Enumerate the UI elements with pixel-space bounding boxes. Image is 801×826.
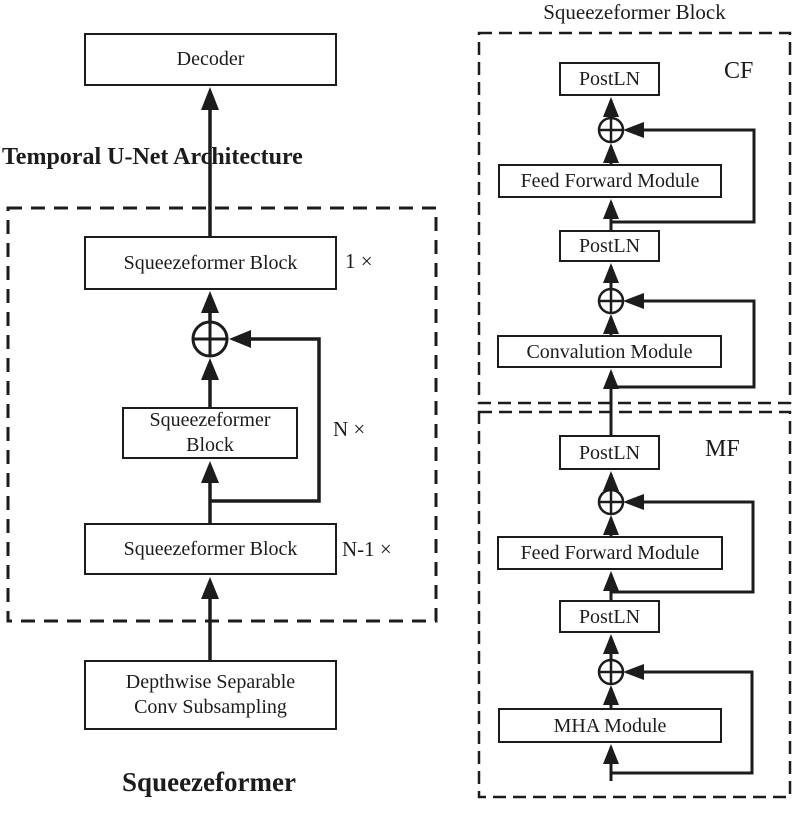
conv-subsampling-line2: Conv Subsampling bbox=[134, 696, 287, 718]
left-diagram-connectors bbox=[208, 100, 321, 660]
conv-subsampling-box: Depthwise Separable Conv Subsampling bbox=[84, 660, 337, 730]
cf-postln-top-box: PostLN bbox=[559, 62, 660, 96]
cf-convolution-box: Convalution Module bbox=[497, 335, 722, 368]
squeezeformer-block-nx-line2: Block bbox=[186, 434, 234, 456]
multiplier-1x-label: 1 × bbox=[345, 249, 373, 273]
mf-section-label: MF bbox=[705, 436, 740, 462]
cf-ffm-add-icon bbox=[597, 116, 625, 144]
mf-mha-label: MHA Module bbox=[553, 714, 667, 737]
decoder-label: Decoder bbox=[176, 48, 245, 70]
cf-postln-mid-label: PostLN bbox=[578, 235, 641, 257]
cf-postln-top-label: PostLN bbox=[578, 68, 641, 90]
squeezeformer-block-1x-box: Squeezeformer Block bbox=[84, 236, 337, 290]
cf-postln-mid-box: PostLN bbox=[559, 230, 660, 262]
conv-subsampling-line1: Depthwise Separable bbox=[125, 671, 296, 693]
cf-conv-add-icon bbox=[597, 287, 625, 315]
mf-dashed-outline bbox=[477, 410, 792, 799]
unet-dashed-outline bbox=[6, 206, 438, 623]
dashed-region-outlines bbox=[6, 31, 792, 799]
squeezeformer-block-1x-label: Squeezeformer Block bbox=[123, 251, 298, 274]
mf-feed-forward-box: Feed Forward Module bbox=[497, 536, 723, 570]
squeezeformer-block-n1x-label: Squeezeformer Block bbox=[123, 537, 298, 560]
squeezeformer-block-n1x-box: Squeezeformer Block bbox=[84, 523, 337, 575]
unet-architecture-title: Temporal U-Net Architecture bbox=[2, 143, 303, 171]
left-add-operator-icon bbox=[191, 320, 229, 358]
mf-mha-add-icon bbox=[597, 658, 625, 686]
mf-postln-bottom-box: PostLN bbox=[559, 600, 660, 633]
mf-ffm-add-icon bbox=[597, 488, 625, 516]
cf-feed-forward-box: Feed Forward Module bbox=[498, 164, 722, 198]
mf-feed-forward-label: Feed Forward Module bbox=[520, 542, 700, 564]
mf-postln-bottom-label: PostLN bbox=[578, 605, 641, 628]
left-arrowheads bbox=[201, 87, 251, 599]
multiplier-n1x-label: N-1 × bbox=[342, 537, 392, 561]
cf-section-label: CF bbox=[724, 58, 754, 84]
mf-postln-top-box: PostLN bbox=[559, 435, 660, 470]
unet-title-line1: Temporal U-Net bbox=[2, 144, 169, 170]
cf-convolution-label: Convalution Module bbox=[526, 340, 693, 363]
squeezeformer-block-title: Squeezeformer Block bbox=[543, 0, 726, 24]
multiplier-nx-label: N × bbox=[333, 417, 366, 441]
mf-mha-box: MHA Module bbox=[498, 708, 722, 743]
squeezeformer-block-nx-line1: Squeezeformer bbox=[149, 409, 271, 431]
cf-feed-forward-label: Feed Forward Module bbox=[520, 170, 700, 192]
squeezeformer-block-nx-box: Squeezeformer Block bbox=[122, 407, 298, 459]
right-arrowheads bbox=[603, 97, 644, 764]
squeezeformer-caption: Squeezeformer bbox=[122, 767, 296, 797]
unet-title-line2: Architecture bbox=[173, 144, 303, 170]
decoder-box: Decoder bbox=[84, 33, 337, 86]
mf-postln-top-label: PostLN bbox=[578, 441, 641, 464]
